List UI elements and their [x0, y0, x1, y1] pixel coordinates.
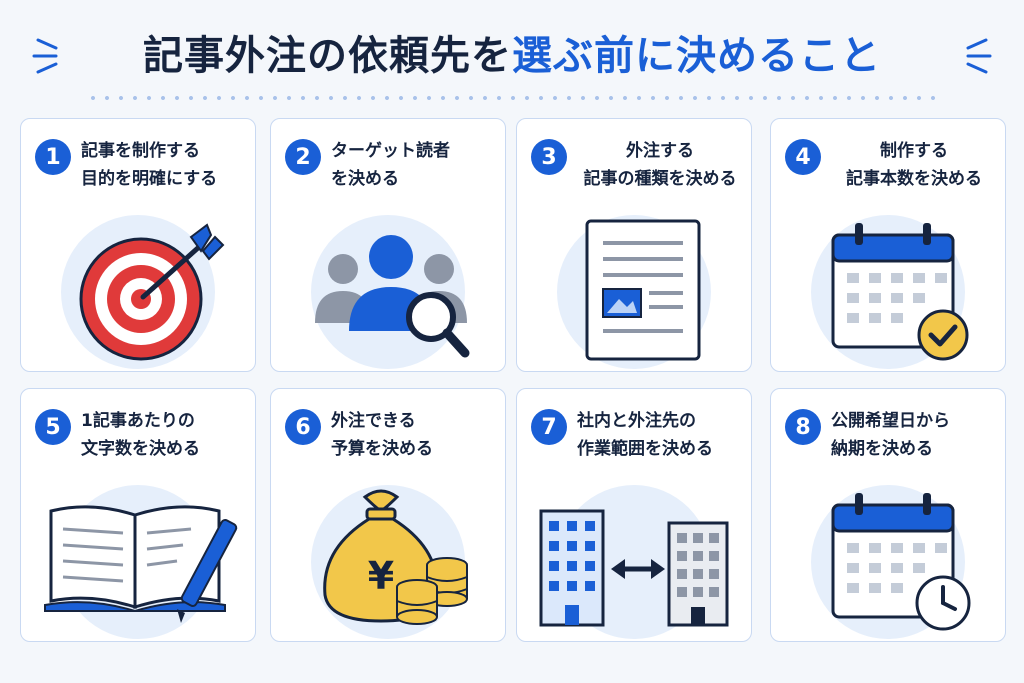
card-1: 1 記事を制作する 目的を明確にする [20, 118, 256, 372]
sparkle-right-icon [966, 38, 992, 74]
card-label: 1記事あたりの 文字数を決める [81, 411, 200, 459]
step-number-badge: 1 [35, 139, 71, 175]
step-number-badge: 6 [285, 409, 321, 445]
card-label: ターゲット読者 を決める [331, 141, 450, 189]
money-bag-yen-icon: ¥ [323, 489, 468, 625]
card-4: 4 制作する 記事本数を決める [770, 118, 1006, 372]
book-pen-icon [44, 505, 238, 623]
card-3: 3 外注する 記事の種類を決める [516, 118, 752, 372]
calendar-clock-icon [831, 493, 971, 631]
step-number-badge: 2 [285, 139, 321, 175]
card-label: 記事を制作する 目的を明確にする [81, 141, 218, 189]
card-2: 2 ターゲット読者 を決める [270, 118, 506, 372]
card-8: 8 公開希望日から 納期を決める [770, 388, 1006, 642]
card-label: 制作する 記事本数を決める [846, 141, 982, 189]
card-5: 5 1記事あたりの 文字数を決める [20, 388, 256, 642]
buildings-exchange-icon [539, 509, 729, 627]
title-area: 記事外注の依頼先を選ぶ前に決めること [0, 22, 1024, 82]
calendar-check-icon [831, 223, 969, 361]
card-label: 社内と外注先の 作業範囲を決める [577, 411, 713, 459]
article-document-icon [585, 219, 701, 361]
svg-text:¥: ¥ [368, 554, 394, 598]
title-main: 記事外注の依頼先を [143, 33, 512, 79]
step-number-badge: 3 [531, 139, 567, 175]
title-accent: 選ぶ前に決めること [512, 33, 881, 79]
audience-search-icon [315, 235, 470, 358]
step-number-badge: 5 [35, 409, 71, 445]
card-6: 6 外注できる 予算を決める ¥ [270, 388, 506, 642]
sparkle-left-icon [32, 38, 58, 74]
dotted-divider [86, 96, 938, 100]
step-number-badge: 4 [785, 139, 821, 175]
target-icon [79, 223, 225, 361]
step-number-badge: 7 [531, 409, 567, 445]
card-label: 公開希望日から 納期を決める [831, 411, 950, 459]
card-label: 外注できる 予算を決める [331, 411, 433, 459]
step-number-badge: 8 [785, 409, 821, 445]
card-7: 7 社内と外注先の 作業範囲を決める [516, 388, 752, 642]
card-label: 外注する 記事の種類を決める [583, 141, 737, 189]
page-title: 記事外注の依頼先を選ぶ前に決めること [143, 23, 881, 81]
